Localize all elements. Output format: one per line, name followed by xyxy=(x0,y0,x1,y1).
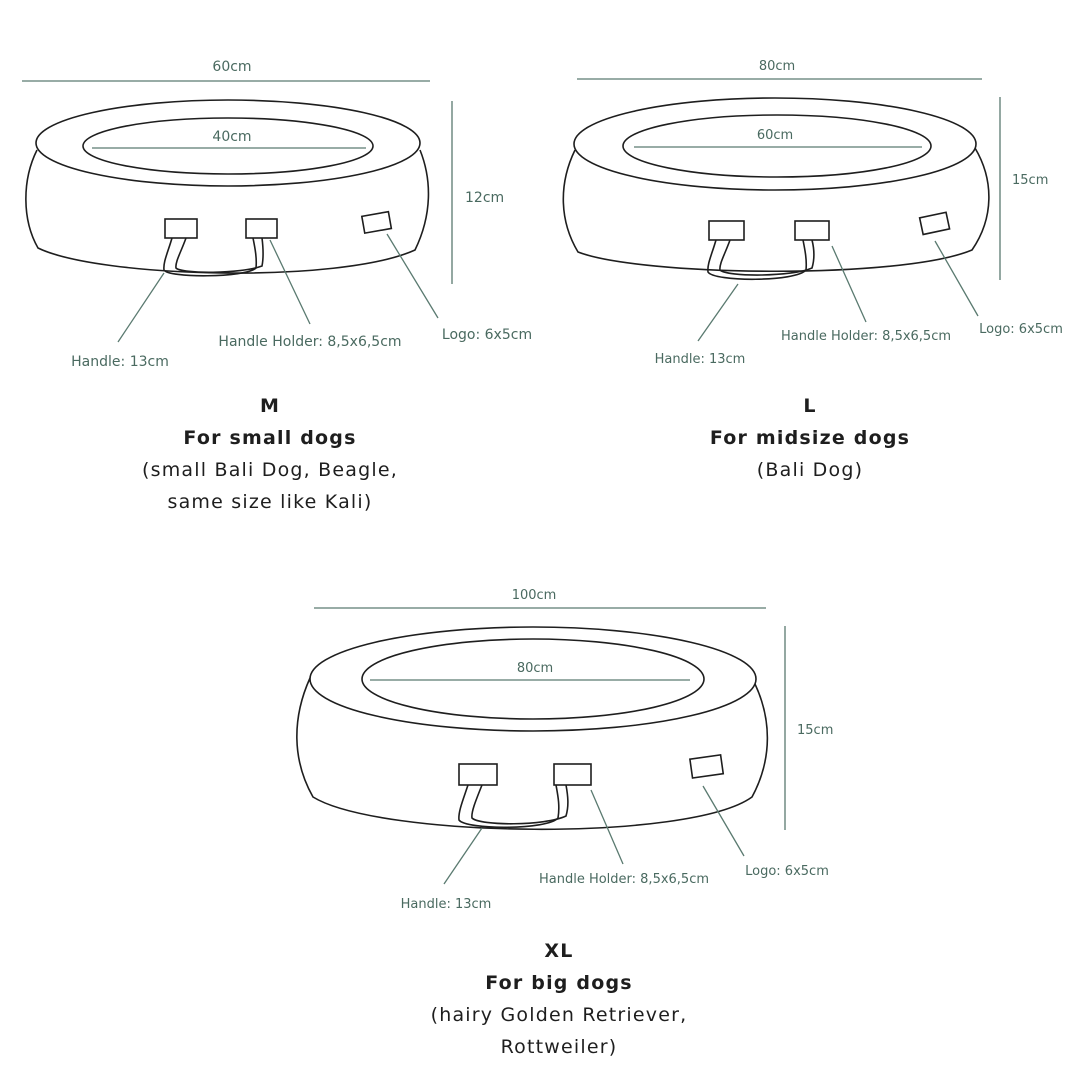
bed-xl-handle-holder-right xyxy=(553,763,592,786)
bed-xl-handle-holder-left xyxy=(458,763,498,786)
bed-m-examples-line-1: (small Bali Dog, Beagle, xyxy=(142,459,398,481)
bed-l-size: L xyxy=(803,395,817,417)
bed-l-logo-leader xyxy=(934,240,979,317)
bed-xl-logo-patch xyxy=(688,753,725,779)
bed-xl-logo-leader xyxy=(702,785,745,857)
bed-xl-handle-strap xyxy=(458,784,560,829)
bed-m-handle-holder-right xyxy=(245,218,278,239)
bed-m-holder-label: Handle Holder: 8,5x6,5cm xyxy=(218,334,401,350)
bed-xl-logo-label: Logo: 6x5cm xyxy=(745,864,829,879)
bed-l-handle-leader xyxy=(697,283,739,342)
bed-xl-height-label: 15cm xyxy=(797,723,833,738)
bed-xl-examples-line-1: (hairy Golden Retriever, xyxy=(430,1004,688,1026)
bed-l-cushion xyxy=(622,114,932,178)
bed-l-handle-label: Handle: 13cm xyxy=(655,352,746,367)
bed-l-holder-label: Handle Holder: 8,5x6,5cm xyxy=(781,329,951,344)
bed-l-logo-patch xyxy=(918,211,951,236)
bed-l-rim xyxy=(573,97,977,191)
bed-m-rim xyxy=(35,99,421,187)
bed-m-logo-leader xyxy=(386,233,439,319)
bed-l-holder-leader xyxy=(831,245,867,323)
bed-l-handle-holder-left xyxy=(708,220,745,241)
bed-m-logo-patch xyxy=(360,210,393,235)
bed-l-inner-width-label: 60cm xyxy=(757,128,793,143)
bed-m-examples-line-2: same size like Kali) xyxy=(167,491,373,513)
bed-xl-inner-width-label: 80cm xyxy=(517,661,553,676)
bed-m-audience: For small dogs xyxy=(183,427,357,449)
bed-m-caption: M For small dogs (small Bali Dog, Beagle… xyxy=(120,390,420,518)
bed-l-logo-label: Logo: 6x5cm xyxy=(979,322,1063,337)
bed-l-handle-strap-inner xyxy=(719,239,815,276)
bed-m-size: M xyxy=(259,395,281,417)
bed-m-handle-strap-inner xyxy=(175,237,264,274)
bed-xl-handle-leader xyxy=(443,827,483,885)
bed-xl-body xyxy=(296,677,769,831)
bed-xl-examples-line-2: Rottweiler) xyxy=(500,1036,618,1058)
bed-l-caption: L For midsize dogs (Bali Dog) xyxy=(660,390,960,486)
bed-m-holder-leader xyxy=(269,239,311,325)
bed-l-drawing: 80cm 60cm 15cm Handle: 13cm Handle Holde… xyxy=(562,59,1063,367)
bed-xl-rim xyxy=(309,626,757,732)
bed-xl-outer-width-label: 100cm xyxy=(512,588,557,603)
bed-m-inner-width-label: 40cm xyxy=(212,129,251,145)
bed-l-examples-line-1: (Bali Dog) xyxy=(756,459,864,481)
bed-l-audience: For midsize dogs xyxy=(709,427,911,449)
bed-m-handle-holder-left xyxy=(164,218,198,239)
bed-xl-holder-label: Handle Holder: 8,5x6,5cm xyxy=(539,872,709,887)
bed-m-cushion xyxy=(82,117,374,175)
bed-xl-size: XL xyxy=(544,940,574,962)
bed-l-handle-strap xyxy=(707,239,808,281)
bed-m-drawing: 60cm 40cm 12cm Handle: 13cm Handle Holde… xyxy=(22,59,532,370)
bed-m-body xyxy=(25,149,430,274)
bed-xl-drawing: 100cm 80cm 15cm Handle: 13cm Handle Hold… xyxy=(296,588,833,912)
bed-xl-handle-strap-inner xyxy=(471,784,569,825)
bed-m-handle-label: Handle: 13cm xyxy=(71,354,169,370)
bed-xl-cushion xyxy=(361,638,705,720)
bed-xl-audience: For big dogs xyxy=(485,972,633,994)
bed-xl-holder-leader xyxy=(590,789,624,865)
bed-m-handle-strap xyxy=(163,237,258,277)
bed-l-body xyxy=(562,147,990,273)
bed-m-height-label: 12cm xyxy=(465,190,504,206)
bed-m-outer-width-label: 60cm xyxy=(212,59,251,75)
bed-m-logo-label: Logo: 6x5cm xyxy=(442,327,532,343)
bed-xl-caption: XL For big dogs (hairy Golden Retriever,… xyxy=(389,935,729,1063)
bed-xl-handle-label: Handle: 13cm xyxy=(401,897,492,912)
bed-l-handle-holder-right xyxy=(794,220,830,241)
bed-l-height-label: 15cm xyxy=(1012,173,1048,188)
bed-l-outer-width-label: 80cm xyxy=(759,59,795,74)
bed-m-handle-leader xyxy=(117,272,165,343)
